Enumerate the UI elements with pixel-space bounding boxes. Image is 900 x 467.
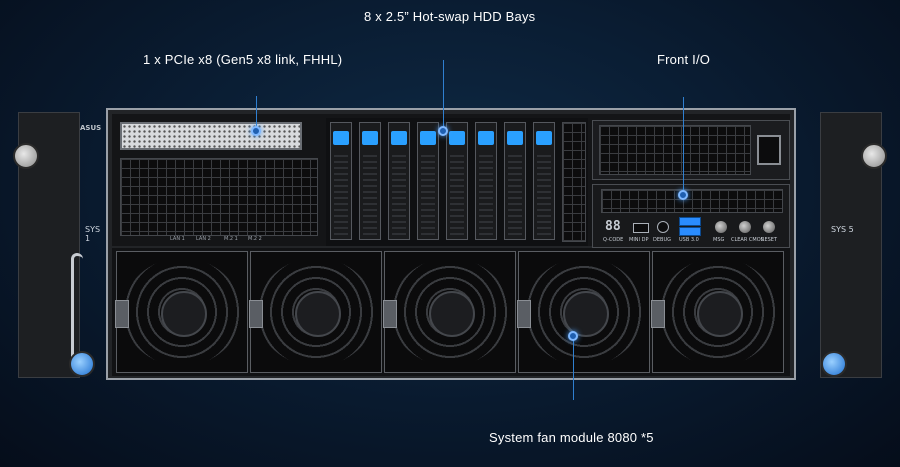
port-label-m2-1: M.2 1 [224,236,238,242]
hdd-bay[interactable] [504,122,526,240]
qcode-display: 88 [605,219,621,234]
hdd-latch-icon[interactable] [449,131,465,145]
fan-handle[interactable] [651,300,665,328]
chassis-handle-left[interactable] [71,253,83,363]
vent-mesh [601,189,783,213]
fan-module[interactable] [651,251,784,373]
io-label-qcode: Q-CODE [603,237,624,243]
hdd-bay[interactable] [417,122,439,240]
io-label-minidp: MINI DP [629,237,649,243]
io-label-debug: DEBUG [653,237,671,243]
io-label-usb: USB 3.0 [679,237,699,243]
thumbscrew-icon[interactable] [13,143,39,169]
hdd-bay[interactable] [388,122,410,240]
pcie-label: 1 x PCIe x8 (Gen5 x8 link, FHHL) [143,52,343,67]
hdd-latch-icon[interactable] [478,131,494,145]
rack-ear-left: SYS 1 [13,112,100,378]
port-label-lan2: LAN 2 [196,236,211,242]
usb-port-icon[interactable] [679,217,701,226]
fan-handle[interactable] [517,300,531,328]
pcie-slot-bracket[interactable] [120,122,302,150]
hdd-bay[interactable] [446,122,468,240]
hdd-latch-icon[interactable] [333,131,349,145]
io-label-reset: RESET [761,237,778,243]
front-io-panel: 88 Q-CODE MINI DP DEBUG USB 3.0 MSG CLEA… [592,184,790,248]
fan-module[interactable] [517,251,650,373]
usb-port-icon[interactable] [679,227,701,236]
brand-logo: ASUS [80,124,102,132]
psu-vent-block [592,120,790,180]
top-bay-zone: LAN 1 LAN 2 M.2 1 M.2 2 [112,114,790,248]
vent-mesh [120,158,318,236]
fan-module-marker-icon [568,331,578,341]
power-socket-icon [757,135,781,165]
debug-port-icon[interactable] [657,221,669,233]
reset-button-icon[interactable] [763,221,775,233]
hdd-bay[interactable] [475,122,497,240]
front-io-marker-icon [678,190,688,200]
hdd-latch-icon[interactable] [420,131,436,145]
fan-handle[interactable] [249,300,263,328]
fan-module[interactable] [115,251,248,373]
fan-module[interactable] [249,251,382,373]
vent-mesh [562,122,586,242]
fan-zone [112,248,790,376]
thumbscrew-icon[interactable] [861,143,887,169]
front-io-leader [683,97,684,195]
sys-label-right: SYS 5 [831,225,854,234]
hdd-latch-icon[interactable] [391,131,407,145]
rack-ear-right: SYS 5 [820,112,887,378]
release-screw-icon[interactable] [69,351,95,377]
front-io-label: Front I/O [657,52,711,67]
release-screw-icon[interactable] [821,351,847,377]
vent-mesh [599,125,751,175]
hdd-latch-icon[interactable] [362,131,378,145]
fan-handle[interactable] [383,300,397,328]
io-label-msg: MSG [713,237,725,243]
fan-handle[interactable] [115,300,129,328]
msg-button-icon[interactable] [715,221,727,233]
fan-module-leader [573,336,574,400]
port-label-lan1: LAN 1 [170,236,185,242]
fan-module[interactable] [383,251,516,373]
io-label-clear: CLEAR CMOS [731,237,764,243]
port-label-m2-2: M.2 2 [248,236,262,242]
hdd-bays-label: 8 x 2.5” Hot-swap HDD Bays [364,9,536,24]
pcie-leader [256,96,257,128]
server-chassis: SYS 1 SYS 5 ASUS LAN 1 LAN 2 M.2 1 M.2 2 [13,108,887,380]
hdd-bay[interactable] [330,122,352,240]
hdd-bay[interactable] [359,122,381,240]
hdd-cage [326,118,588,246]
clear-cmos-button-icon[interactable] [739,221,751,233]
chassis-front-panel: ASUS LAN 1 LAN 2 M.2 1 M.2 2 [80,108,796,380]
hdd-bays-leader [443,60,444,130]
hdd-bays-marker-icon [438,126,448,136]
fan-module-label: System fan module 8080 *5 [489,430,654,445]
sys-label-left: SYS 1 [85,225,101,243]
hdd-bay[interactable] [533,122,555,240]
hdd-latch-icon[interactable] [507,131,523,145]
hdd-latch-icon[interactable] [536,131,552,145]
pcie-marker-icon [251,126,261,136]
mini-dp-port-icon[interactable] [633,223,649,233]
